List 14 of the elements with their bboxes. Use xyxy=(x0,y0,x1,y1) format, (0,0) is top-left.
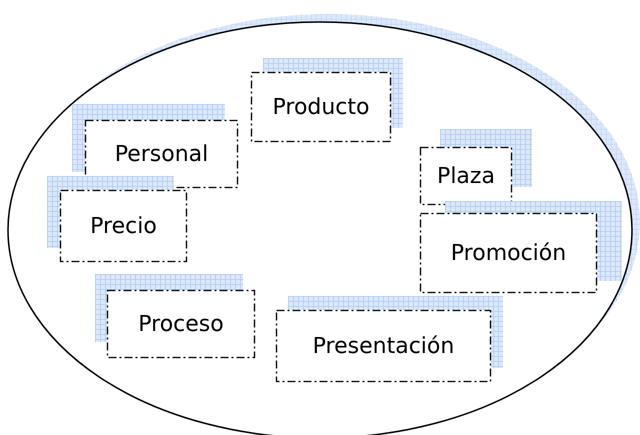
dash-dot-box xyxy=(85,120,238,188)
box-label: Presentación xyxy=(312,334,454,358)
box-label: Precio xyxy=(90,214,157,238)
dash-dot-box xyxy=(420,213,597,293)
box-label: Personal xyxy=(114,142,208,166)
dash-dot-box xyxy=(251,72,391,142)
dash-dot-box xyxy=(420,147,512,205)
dash-dot-box xyxy=(60,190,187,262)
dash-dot-box xyxy=(107,290,255,358)
dash-dot-box xyxy=(276,310,491,382)
box-label: Plaza xyxy=(437,164,495,188)
box-label: Promoción xyxy=(450,240,566,266)
box-label: Proceso xyxy=(138,312,224,336)
box-label: Producto xyxy=(272,94,370,120)
